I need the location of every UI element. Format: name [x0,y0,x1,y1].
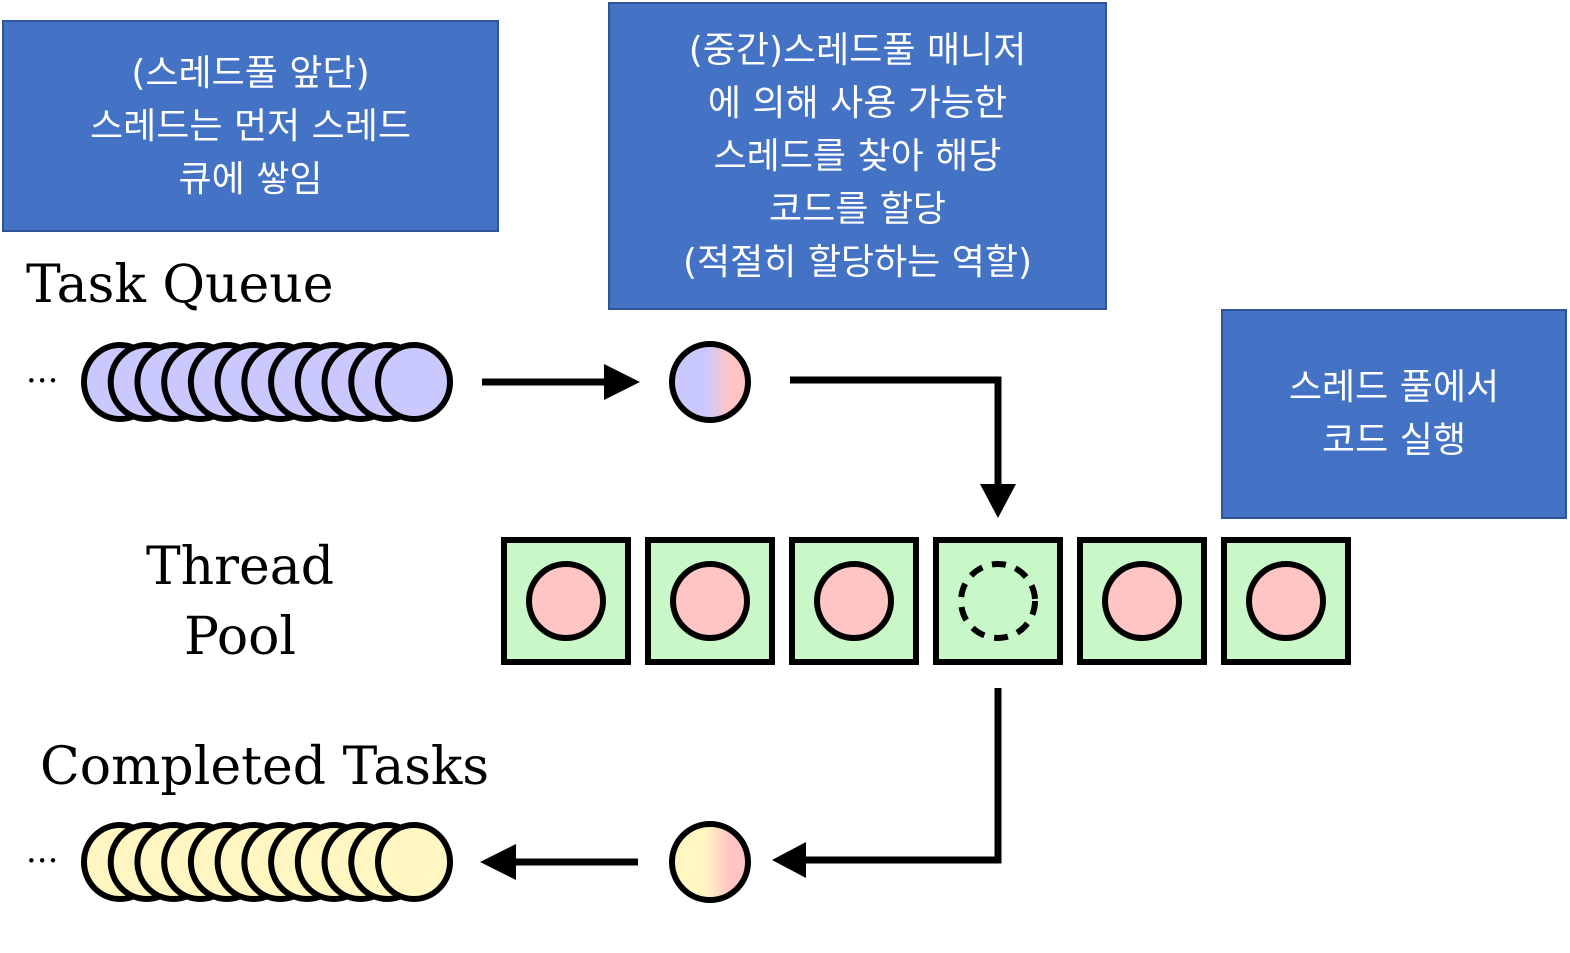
pending-task-stack [81,342,453,422]
thread-slot-box [789,537,919,665]
completed-task-12 [375,822,453,902]
thread-pool-label: Thread Pool [145,537,335,667]
busy-thread-circle [814,561,894,641]
note-execute: 스레드 풀에서 코드 실행 [1221,309,1567,519]
thread-slot-2 [645,537,775,665]
note-front: (스레드풀 앞단) 스레드는 먼저 스레드 큐에 쌓임 [2,20,499,232]
busy-thread-circle [1102,561,1182,641]
completed-ellipsis: ··· [26,841,58,881]
task-queue-label: Task Queue [26,255,334,315]
thread-slot-box [933,537,1063,665]
thread-slot-box [1077,537,1207,665]
arrow-thread-to-completed [772,688,1002,878]
completed-task-stack [81,822,453,902]
arrow-queue-to-manager [482,364,640,400]
busy-thread-circle [670,561,750,641]
note-middle: (중간)스레드풀 매니저 에 의해 사용 가능한 스레드를 찾아 해당 코드를 … [608,2,1107,310]
busy-thread-circle [1246,561,1326,641]
arrow-manager-to-thread [790,376,1016,518]
thread-slot-box [501,537,631,665]
busy-thread-circle [526,561,606,641]
dispatch-task-circle [669,341,751,423]
pending-task-12 [375,342,453,422]
finished-task-circle [669,821,751,903]
arrow-to-completed-stack [480,844,638,880]
available-thread-circle [958,561,1038,641]
thread-slot-4 [933,537,1063,665]
task-queue-ellipsis: ··· [26,361,58,401]
thread-pool-slots [501,537,1351,665]
thread-slot-3 [789,537,919,665]
completed-tasks-label: Completed Tasks [40,737,490,797]
thread-slot-6 [1221,537,1351,665]
thread-slot-1 [501,537,631,665]
thread-slot-5 [1077,537,1207,665]
